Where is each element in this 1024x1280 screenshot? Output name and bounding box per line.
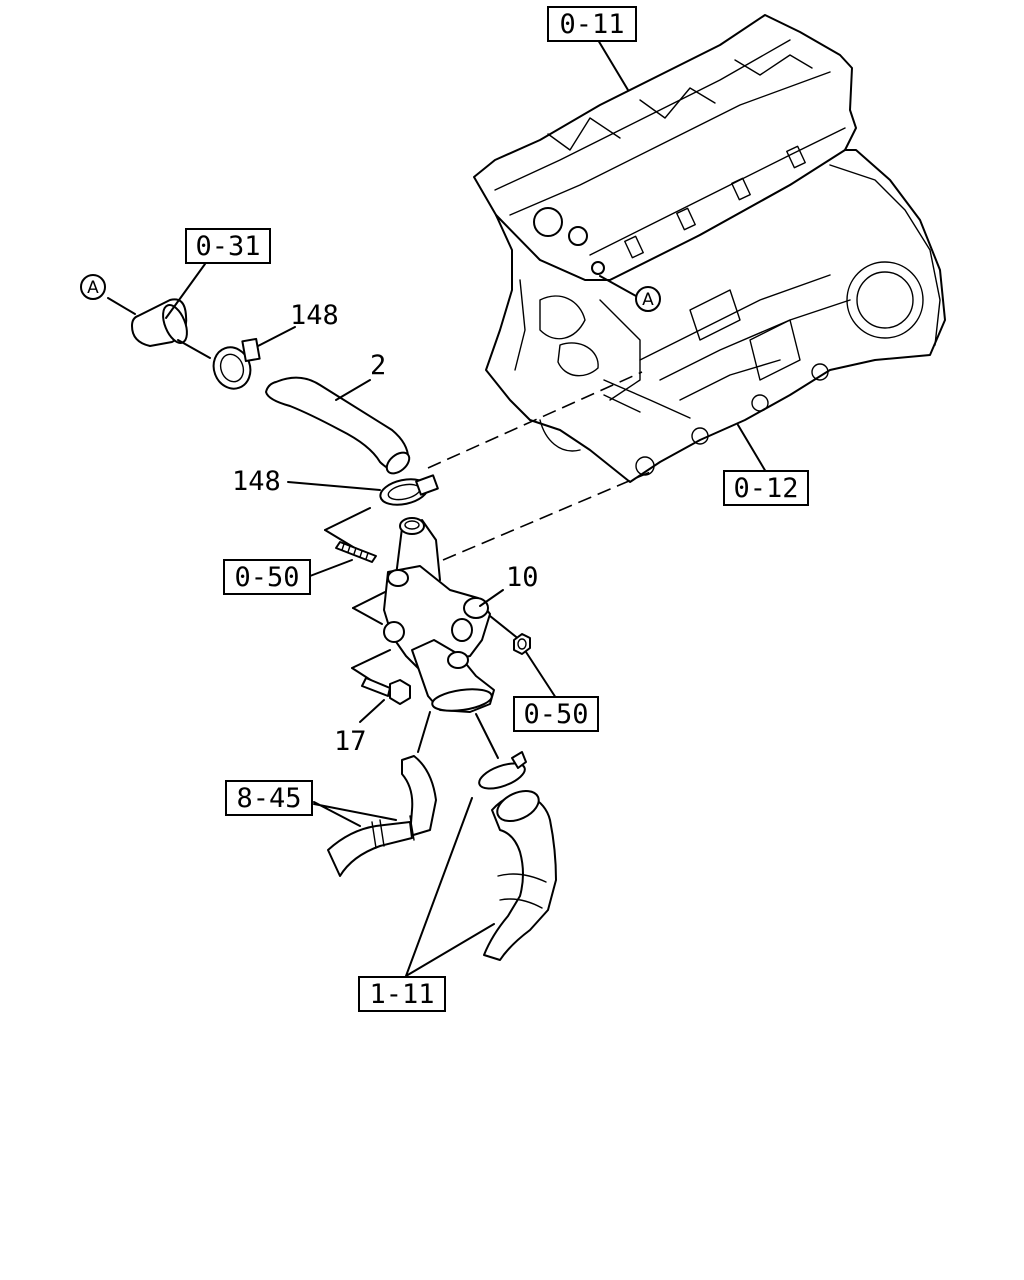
part-number-148-upper: 148 — [290, 300, 339, 331]
svg-text:0-11: 0-11 — [559, 9, 624, 40]
svg-text:A: A — [87, 278, 99, 298]
leader-0-11 — [597, 39, 629, 91]
marker-a-left: A — [80, 274, 106, 300]
hex-nut — [513, 633, 557, 699]
ref-box-0-50-right: 0-50 — [513, 696, 599, 732]
part-number-2: 2 — [370, 350, 386, 381]
ref-box-0-50-left: 0-50 — [223, 559, 311, 595]
ref-box-0-11: 0-11 — [547, 6, 637, 42]
marker-a-right: A — [635, 286, 661, 312]
ref-box-0-12: 0-12 — [723, 470, 809, 506]
svg-text:1-11: 1-11 — [369, 979, 434, 1010]
ref-box-8-45: 8-45 — [225, 780, 313, 816]
hose-clamp-lower — [287, 474, 439, 506]
thermostat-housing — [383, 517, 504, 713]
bypass-hose-8-45 — [327, 755, 437, 877]
part-number-148-lower: 148 — [232, 466, 281, 497]
svg-text:0-50: 0-50 — [523, 699, 588, 730]
leader-lower-right — [475, 713, 499, 759]
svg-text:8-45: 8-45 — [236, 783, 301, 814]
ref-box-0-31: 0-31 — [185, 228, 271, 264]
engine-block — [473, 14, 946, 483]
part-number-10: 10 — [506, 562, 539, 593]
svg-text:0-50: 0-50 — [234, 562, 299, 593]
svg-text:0-12: 0-12 — [733, 473, 798, 504]
leader-8-45 — [313, 801, 397, 827]
cylinder-block — [485, 149, 946, 483]
part-number-17: 17 — [334, 726, 367, 757]
hose-clamp-upper — [212, 326, 296, 390]
radiator-hose — [265, 376, 411, 475]
lower-radiator-hose-1-11 — [478, 751, 557, 961]
leader-a-right — [599, 275, 637, 297]
leader-0-31 — [165, 263, 206, 319]
ref-box-1-11: 1-11 — [358, 976, 446, 1012]
leader-1-11 — [405, 797, 495, 977]
pipe-connector-0-31 — [107, 297, 211, 359]
leader-lower-left — [417, 711, 431, 753]
svg-text:0-31: 0-31 — [195, 231, 260, 262]
stud-bolt — [309, 541, 377, 577]
svg-text:A: A — [642, 290, 654, 310]
leader-0-12 — [737, 424, 767, 473]
flange-bolt — [359, 677, 411, 723]
